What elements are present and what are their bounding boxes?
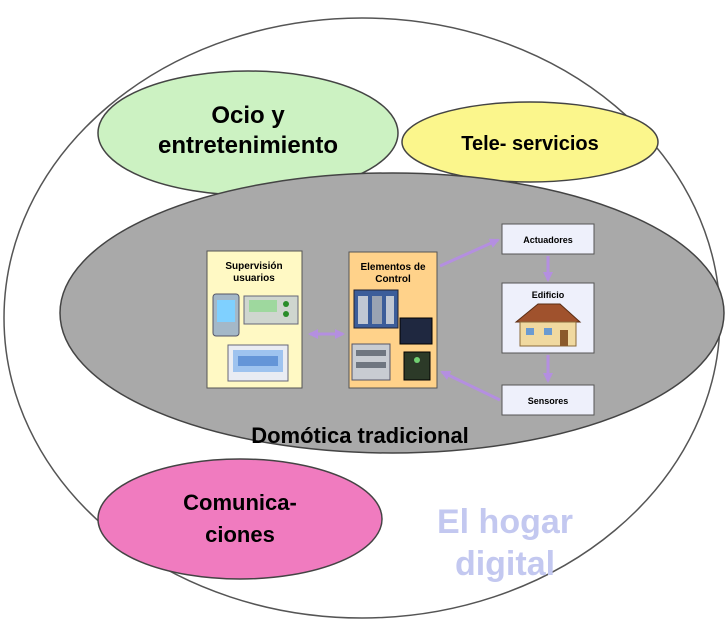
actuators-label: Actuadores xyxy=(523,235,573,245)
control-label-line1: Elementos de xyxy=(360,262,425,273)
control-devices-image xyxy=(351,289,433,381)
supervision-devices-image xyxy=(212,293,299,382)
communications-label-line1: Comunica- xyxy=(183,490,297,515)
arrow-sensors-control xyxy=(440,370,501,402)
supervision-label-line2: usuarios xyxy=(233,273,275,284)
actuators-node xyxy=(501,223,595,255)
teleservices-ellipse xyxy=(401,101,659,183)
domotics-title: Domótica tradicional xyxy=(251,423,469,448)
communications-label-line2: ciones xyxy=(205,522,275,547)
hogar-digital-title-line2: digital xyxy=(455,545,555,583)
communications-ellipse xyxy=(97,458,383,580)
hogar-digital-title-line1: El hogar xyxy=(437,503,573,541)
leisure-label-line2: entretenimiento xyxy=(158,132,338,159)
house-icon xyxy=(514,303,582,347)
control-label-line2: Control xyxy=(375,274,411,285)
arrow-control-actuators xyxy=(439,238,500,268)
sensors-label: Sensores xyxy=(528,396,569,406)
teleservices-label: Tele- servicios xyxy=(461,133,598,155)
leisure-label-line1: Ocio y xyxy=(211,102,285,129)
building-label: Edificio xyxy=(532,290,565,300)
sensors-node xyxy=(501,384,595,416)
supervision-label-line1: Supervisión xyxy=(225,261,282,272)
